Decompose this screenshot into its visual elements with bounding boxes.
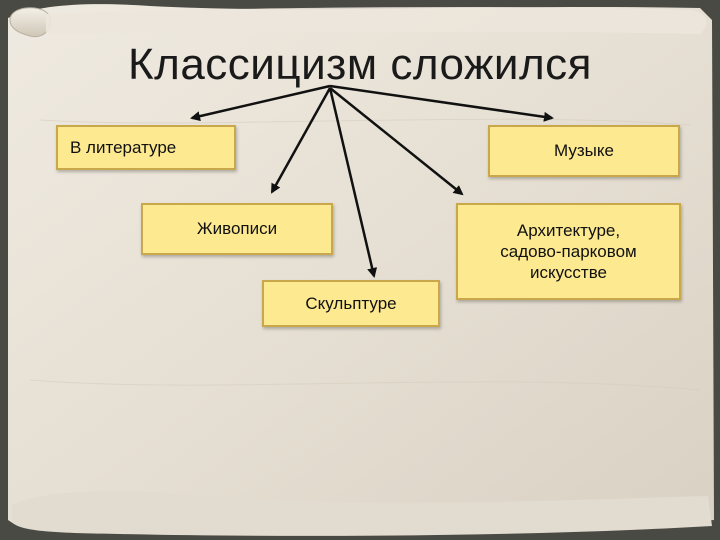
arrows	[190, 84, 554, 278]
node-sculpture: Скульптуре	[262, 280, 440, 327]
node-architecture: Архитектуре, садово-парковом искусстве	[456, 203, 681, 300]
node-literature: В литературе	[56, 125, 236, 170]
node-painting: Живописи	[141, 203, 333, 255]
node-music-label: Музыке	[554, 141, 614, 161]
arrow-to-architecture	[329, 87, 464, 196]
arrow-to-music	[329, 84, 554, 122]
node-painting-label: Живописи	[196, 219, 278, 239]
diagram-title: Классицизм сложился	[128, 40, 592, 89]
arrow-to-painting	[270, 87, 332, 194]
arrow-to-literature	[190, 84, 331, 122]
node-literature-label: В литературе	[70, 137, 177, 157]
node-architecture-label: Архитектуре, садово-парковом искусстве	[500, 220, 637, 283]
arrow-to-sculpture	[328, 87, 378, 278]
node-music: Музыке	[488, 125, 680, 177]
node-sculpture-label: Скульптуре	[305, 293, 397, 313]
